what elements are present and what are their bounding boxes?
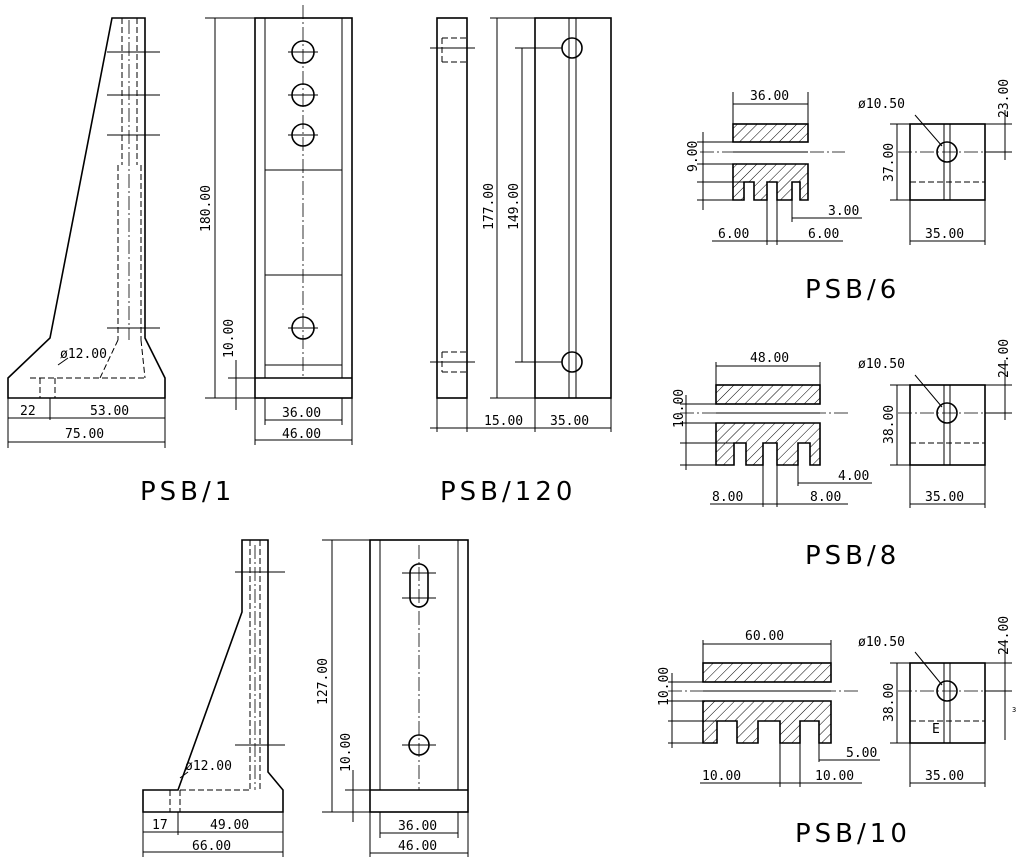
psb8-gap-dim: 10.00 <box>672 389 687 428</box>
psb10-right-dim: 10.00 <box>815 769 854 784</box>
psb10-width-dim: 35.00 <box>925 769 964 784</box>
psb1-offset-dim: 10.00 <box>222 319 237 358</box>
psb8-caption: PSB/8 <box>805 541 900 571</box>
psb6-width-dim: 35.00 <box>925 227 964 242</box>
psb120-height-outer-dim: 177.00 <box>482 183 497 230</box>
psb10-end-view <box>890 640 1012 787</box>
psb-small-height-dim: 127.00 <box>316 658 331 705</box>
psb120-caption: PSB/120 <box>440 477 576 507</box>
psb6-top-offset-dim: 23.00 <box>997 79 1012 118</box>
psb-small-inner-width-dim: 36.00 <box>398 819 437 834</box>
psb6-left-dim: 6.00 <box>718 227 749 242</box>
psb10-mark: E <box>932 722 940 737</box>
psb10-section-view <box>668 640 880 787</box>
psb10-hole-dim: ø10.50 <box>858 635 905 650</box>
psb120-height-inner-dim: 149.00 <box>507 183 522 230</box>
psb6-height-dim: 37.00 <box>882 143 897 182</box>
psb10-tiny-mark: 3 <box>1012 706 1016 714</box>
psb120-width-dim: 35.00 <box>550 414 589 429</box>
psb8-section-view <box>680 362 872 507</box>
psb1-base-right-dim: 53.00 <box>90 404 129 419</box>
psb10-slot-dim: 5.00 <box>846 746 877 761</box>
psb1-hole-dim: ø12.00 <box>60 347 107 362</box>
psb8-left-dim: 8.00 <box>712 490 743 505</box>
psb1-base-total-dim: 75.00 <box>65 427 104 442</box>
psb1-height-dim: 180.00 <box>199 185 214 232</box>
psb1-side-view <box>7 17 166 448</box>
psb10-left-dim: 10.00 <box>702 769 741 784</box>
psb6-hole-dim: ø10.50 <box>858 97 905 112</box>
psb-small-side-view <box>142 539 285 857</box>
psb8-hole-dim: ø10.50 <box>858 357 905 372</box>
psb10-caption: PSB/10 <box>795 819 911 849</box>
psb6-caption: PSB/6 <box>805 275 900 305</box>
psb-small-hole-dim: ø12.00 <box>185 759 232 774</box>
psb6-section-view <box>697 92 862 245</box>
psb8-end-view <box>890 360 1012 508</box>
psb1-outer-width-dim: 46.00 <box>282 427 321 442</box>
psb120-front-view <box>490 17 612 432</box>
psb120-thickness-dim: 15.00 <box>484 414 523 429</box>
psb-small-base-right-dim: 49.00 <box>210 818 249 833</box>
psb1-caption: PSB/1 <box>140 477 235 507</box>
psb-small-offset-dim: 10.00 <box>339 733 354 772</box>
psb-small-base-total-dim: 66.00 <box>192 839 231 854</box>
psb6-top-width-dim: 36.00 <box>750 89 789 104</box>
psb8-top-offset-dim: 24.00 <box>997 339 1012 378</box>
psb10-top-offset-dim: 24.00 <box>997 616 1012 655</box>
psb6-gap-dim: 9.00 <box>686 141 701 172</box>
psb1-base-left-dim: 22 <box>20 404 36 419</box>
psb1-inner-width-dim: 36.00 <box>282 406 321 421</box>
psb8-width-dim: 35.00 <box>925 490 964 505</box>
psb10-height-dim: 38.00 <box>882 683 897 722</box>
psb8-slot-dim: 4.00 <box>838 469 869 484</box>
psb6-slot-dim: 3.00 <box>828 204 859 219</box>
psb8-top-width-dim: 48.00 <box>750 351 789 366</box>
psb10-gap-dim: 10.00 <box>657 667 672 706</box>
psb10-top-width-dim: 60.00 <box>745 629 784 644</box>
psb6-right-dim: 6.00 <box>808 227 839 242</box>
psb120-side-view <box>430 17 535 432</box>
psb-small-base-left-dim: 17 <box>152 818 168 833</box>
psb8-height-dim: 38.00 <box>882 405 897 444</box>
psb6-end-view <box>890 110 1012 245</box>
psb1-front-view <box>205 5 353 445</box>
psb-small-front-view <box>322 539 469 857</box>
psb8-right-dim: 8.00 <box>810 490 841 505</box>
psb-small-outer-width-dim: 46.00 <box>398 839 437 854</box>
